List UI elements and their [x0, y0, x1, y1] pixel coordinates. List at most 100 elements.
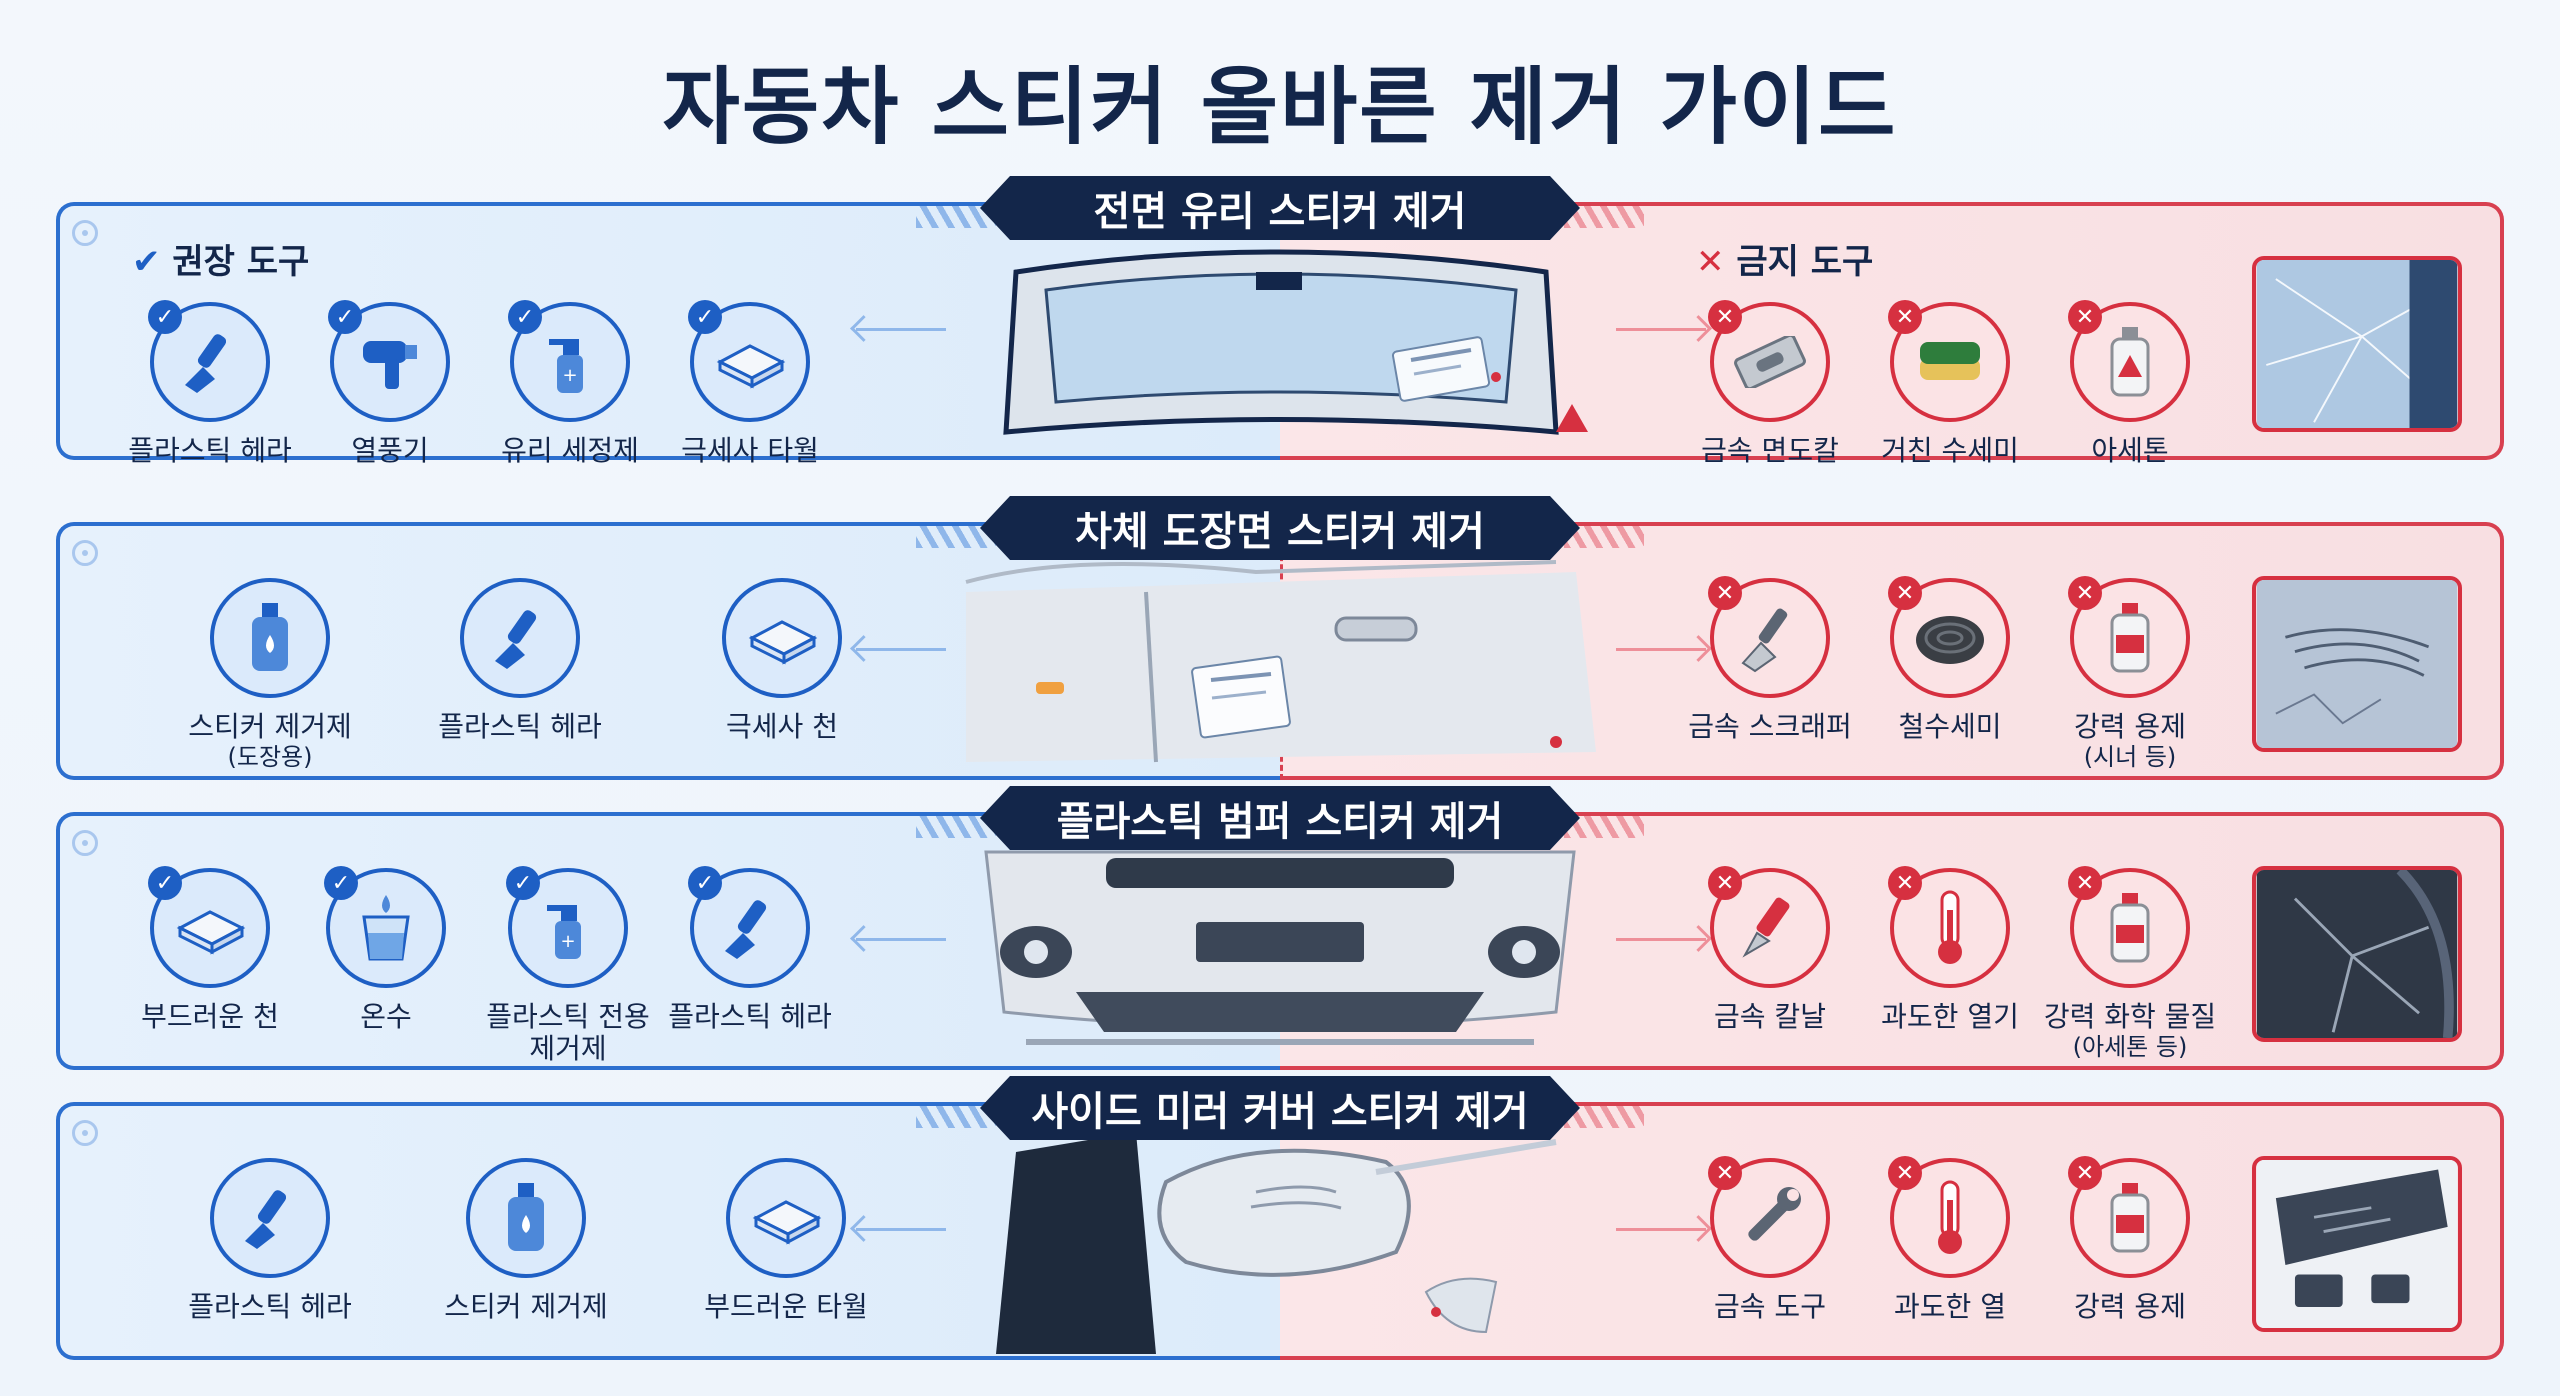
section-mirror: 사이드 미러 커버 스티커 제거 플라스틱 헤라 스티커 제거제 부드러운 타월…	[56, 1076, 2504, 1360]
car-door-illustration	[965, 560, 1596, 763]
arrow-right-icon	[1616, 938, 1706, 941]
check-icon: ✓	[688, 300, 722, 334]
tool-label: 부드러운 천	[141, 1000, 279, 1033]
tool-item: ✓ 열풍기	[290, 300, 490, 468]
scratched-paint-icon	[2252, 576, 2462, 752]
decor-stripes	[916, 206, 996, 228]
target-icon	[72, 220, 98, 246]
tool-label: 강력 화학 물질	[2043, 1000, 2217, 1033]
tool-item: ✕ 금속 면도칼	[1670, 300, 1870, 468]
check-icon: ✓	[688, 866, 722, 900]
tool-label: 강력 용제	[2074, 1290, 2186, 1323]
recommended-label-text: 권장 도구	[172, 242, 310, 282]
cracked-bumper-icon	[2252, 866, 2462, 1042]
page-title: 자동차 스티커 올바른 제거 가이드	[662, 58, 1898, 156]
cross-icon: ✕	[2068, 1156, 2102, 1190]
tool-label: 플라스틱 헤라	[128, 434, 292, 467]
tool-item: ✕ 아세톤	[2030, 300, 2230, 468]
tool-label: 부드러운 타월	[704, 1290, 868, 1323]
section-title: 전면 유리 스티커 제거	[980, 176, 1580, 240]
section-title: 플라스틱 범퍼 스티커 제거	[980, 786, 1580, 850]
tool-label: 극세사 천	[726, 710, 838, 743]
tool-item: ✓ 극세사 타월	[650, 300, 850, 468]
towel-icon	[176, 910, 246, 955]
arrow-left-icon	[856, 648, 946, 651]
cross-icon: ✕	[1696, 242, 1725, 282]
tool-sublabel: (도장용)	[227, 743, 313, 771]
tool-item: ✕ 금속 도구	[1670, 1156, 1870, 1324]
wrench-icon	[1748, 1187, 1801, 1241]
cross-icon: ✕	[1888, 1156, 1922, 1190]
check-icon: ✓	[506, 866, 540, 900]
arrow-left-icon	[856, 328, 946, 331]
tool-label: 금속 칼날	[1714, 1000, 1826, 1033]
remover-bottle-icon	[252, 603, 288, 671]
check-icon: ✔	[132, 242, 161, 282]
cross-icon: ✕	[2068, 300, 2102, 334]
tool-label: 금속 스크래퍼	[1688, 710, 1852, 743]
target-icon	[72, 830, 98, 856]
tool-sublabel: 제거제	[529, 1032, 607, 1065]
target-icon	[72, 1120, 98, 1146]
thermometer-icon	[1938, 1180, 1962, 1254]
arrow-right-icon	[1616, 328, 1706, 331]
cross-icon: ✕	[1708, 866, 1742, 900]
forbidden-label-text: 금지 도구	[1736, 242, 1874, 282]
decor-stripes	[916, 526, 996, 548]
spray-bottle-icon: +	[549, 339, 583, 393]
tool-label: 금속 도구	[1714, 1290, 1826, 1323]
tool-item: ✕ 철수세미	[1850, 576, 2050, 744]
tool-item: ✓ 플라스틱 헤라	[110, 300, 310, 468]
check-icon: ✓	[324, 866, 358, 900]
scraper-icon	[245, 1190, 287, 1249]
tool-sublabel: (아세톤 등)	[2072, 1033, 2188, 1061]
forbidden-label: ✕ 금지 도구	[1696, 234, 1873, 283]
tool-label: 플라스틱 헤라	[668, 1000, 832, 1033]
tool-label: 스티커 제거제	[188, 710, 352, 743]
towel-icon	[716, 344, 786, 389]
section-windshield: 전면 유리 스티커 제거 ✔ 권장 도구 ✕ 금지 도구 ✓ 플라스틱 헤라 ✓…	[56, 176, 2504, 467]
broken-mirror-cover-icon	[2252, 1156, 2462, 1332]
tool-item: ✓ 온수	[286, 866, 486, 1034]
cross-icon: ✕	[1708, 1156, 1742, 1190]
tool-label: 스티커 제거제	[444, 1290, 608, 1323]
svg-text:+: +	[560, 931, 575, 952]
tool-label: 과도한 열	[1894, 1290, 2006, 1323]
recommended-label: ✔ 권장 도구	[132, 234, 309, 283]
tool-item: 스티커 제거제	[426, 1158, 626, 1324]
tool-item: ✕ 과도한 열기	[1850, 866, 2050, 1034]
tool-item: ✕ 금속 칼날	[1670, 866, 1870, 1034]
decor-stripes	[1564, 206, 1644, 228]
target-icon	[72, 540, 98, 566]
tool-item: ✕ 과도한 열	[1850, 1156, 2050, 1324]
metal-scraper-icon	[1741, 608, 1788, 673]
tool-label: 열풍기	[351, 434, 429, 467]
decor-stripes	[1564, 816, 1644, 838]
tool-item: ✓ + 유리 세정제	[470, 300, 670, 468]
towel-icon	[752, 1200, 822, 1245]
tool-sublabel: (시너 등)	[2083, 743, 2177, 771]
tool-label: 플라스틱 헤라	[438, 710, 602, 743]
tool-label: 플라스틱 헤라	[188, 1290, 352, 1323]
section-title: 사이드 미러 커버 스티커 제거	[980, 1076, 1580, 1140]
scraper-icon	[185, 334, 227, 393]
water-cup-icon	[362, 895, 410, 961]
tool-label: 과도한 열기	[1881, 1000, 2019, 1033]
tool-item: 극세사 천	[682, 578, 882, 744]
cross-icon: ✕	[1708, 576, 1742, 610]
decor-stripes	[916, 816, 996, 838]
svg-text:+: +	[562, 365, 577, 386]
section-title: 차체 도장면 스티커 제거	[980, 496, 1580, 560]
scraper-icon	[725, 900, 767, 959]
tool-label: 철수세미	[1898, 710, 2002, 743]
tool-item: 플라스틱 헤라	[170, 1158, 370, 1324]
towel-icon	[748, 620, 818, 665]
tool-label: 온수	[360, 1000, 412, 1033]
section-paint: 차체 도장면 스티커 제거 스티커 제거제 (도장용) 플라스틱 헤라 극세사 …	[56, 496, 2504, 780]
arrow-left-icon	[856, 938, 946, 941]
decor-stripes	[1564, 526, 1644, 548]
cross-icon: ✕	[1888, 576, 1922, 610]
side-mirror-illustration	[996, 1132, 1557, 1354]
heat-gun-icon	[363, 341, 417, 389]
steel-wool-icon	[1916, 616, 1984, 664]
